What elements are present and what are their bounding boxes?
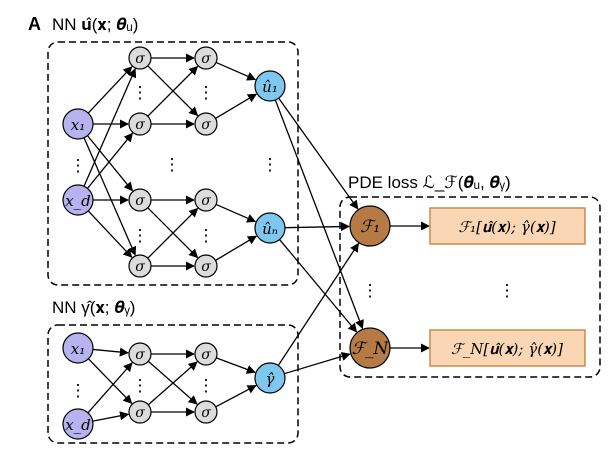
edge-un-FN	[279, 239, 358, 333]
node-label: û₁	[262, 78, 278, 96]
node-label: σ	[135, 347, 145, 363]
operator-node-F1: ℱ₁	[349, 205, 391, 247]
vertical-ellipsis: ⋮	[198, 376, 215, 395]
gamma-output-node: γ̂	[254, 362, 286, 394]
vertical-ellipsis: ⋮	[70, 381, 87, 400]
operator-node-FN: ℱ_N	[349, 327, 391, 369]
node-label: σ	[201, 193, 211, 209]
network-edges	[83, 53, 430, 422]
vertical-ellipsis: ⋮	[362, 281, 379, 300]
edge-h14-h23	[147, 207, 199, 259]
pde-loss-box	[339, 196, 601, 378]
edge-xd-h11	[83, 68, 137, 187]
edge-gxd-g12	[92, 411, 130, 422]
nn-gamma-title: NN γ̂(𝐱; 𝜽ᵧ)	[52, 298, 135, 317]
edge-x1-h14	[83, 137, 137, 256]
pde-loss-title: PDE loss ℒ_ℱ(𝜽ᵤ, 𝜽ᵧ)	[348, 173, 511, 192]
node-label: x₁	[71, 116, 85, 134]
output-node-u1: û₁	[254, 70, 286, 102]
edge-g12-g21	[147, 361, 198, 406]
edge-h23-un	[215, 203, 257, 223]
input-node-xd: x_d	[62, 184, 94, 216]
node-label: σ	[201, 259, 211, 275]
panel-letter: A	[28, 14, 41, 34]
hidden-node: σ	[194, 112, 218, 136]
edge-gh-F1	[277, 242, 360, 366]
hidden-node: σ	[128, 254, 152, 278]
nn-gamma-box	[47, 324, 299, 444]
edge-un-F1	[284, 222, 350, 232]
edge-xd-h12	[86, 132, 133, 189]
hidden-node: σ	[128, 112, 152, 136]
node-label: σ	[201, 117, 211, 133]
network-nodes: x₁ x_d σ σ σ σ σ σ σ σ û₁ ûₙ x₁ x_d σ σ σ σ γ̂ ℱ₁ ℱ_N	[62, 46, 391, 440]
vertical-ellipsis: ⋮	[499, 281, 516, 300]
node-label: σ	[201, 347, 211, 363]
output-node-un: ûₙ	[254, 212, 286, 244]
node-label: x_d	[65, 192, 91, 210]
edge-gx1-g11	[92, 347, 129, 357]
FN-output-text: ℱ_N[𝐮̂(𝐱); γ̂(𝐱)]	[451, 340, 563, 358]
gamma-input-node-x1: x₁	[62, 332, 94, 364]
gamma-hidden-node: σ	[128, 400, 152, 424]
gamma-hidden-node: σ	[194, 400, 218, 424]
node-label: ℱ₁	[360, 217, 380, 237]
edge-h24-un	[215, 235, 258, 261]
gamma-hidden-node: σ	[194, 342, 218, 366]
vertical-ellipsis: ⋮	[132, 226, 149, 245]
node-label: x₁	[71, 340, 85, 358]
node-label: σ	[201, 51, 211, 67]
gamma-hidden-node: σ	[128, 342, 152, 366]
hidden-node: σ	[194, 188, 218, 212]
node-label: γ̂	[266, 370, 275, 388]
edge-u1-F1	[278, 97, 359, 210]
edge-h22-u1	[215, 93, 258, 119]
nn-u-title: NN 𝐮̂(𝐱; 𝜽ᵤ)	[52, 15, 138, 34]
node-label: ûₙ	[262, 220, 278, 238]
edge-u1-FN	[274, 99, 364, 330]
node-label: σ	[135, 259, 145, 275]
edge-h12-h21	[147, 65, 199, 117]
ellipsis-dots: ⋮ ⋮ ⋮ ⋮ ⋮ ⋮ ⋮ ⋮ ⋮ ⋮ ⋮ ⋮	[70, 83, 516, 400]
vertical-ellipsis: ⋮	[132, 376, 149, 395]
edge-x1-h13	[86, 135, 133, 192]
hidden-node: σ	[194, 254, 218, 278]
FN-output-box	[429, 329, 586, 367]
node-label: σ	[201, 405, 211, 421]
vertical-ellipsis: ⋮	[198, 83, 215, 102]
edge-g21-gh	[216, 357, 256, 374]
node-label: σ	[135, 193, 145, 209]
node-label: σ	[135, 51, 145, 67]
edge-h21-u1	[215, 61, 257, 81]
vertical-ellipsis: ⋮	[164, 155, 181, 174]
vertical-ellipsis: ⋮	[70, 156, 87, 175]
input-node-x1: x₁	[62, 108, 94, 140]
edge-x1-h11	[87, 66, 133, 114]
hidden-node: σ	[194, 46, 218, 70]
node-label: x_d	[65, 416, 91, 434]
F1-output-box	[429, 207, 586, 245]
vertical-ellipsis: ⋮	[198, 226, 215, 245]
edge-gxd-g11	[87, 362, 133, 414]
node-label: σ	[135, 117, 145, 133]
edge-g22-gh	[215, 384, 257, 408]
vertical-ellipsis: ⋮	[262, 155, 279, 174]
node-label: ℱ_N	[352, 339, 390, 359]
vertical-ellipsis: ⋮	[132, 83, 149, 102]
hidden-node: σ	[128, 188, 152, 212]
F1-output-text: ℱ₁[𝐮̂(𝐱); γ̂(𝐱)]	[458, 218, 556, 236]
edge-gh-FN	[284, 352, 351, 375]
nn-u-box	[47, 41, 299, 286]
gamma-input-node-xd: x_d	[62, 408, 94, 440]
hidden-node: σ	[128, 46, 152, 70]
edge-gx1-g12	[87, 358, 133, 405]
edge-xd-h14	[87, 210, 133, 258]
node-label: σ	[135, 405, 145, 421]
